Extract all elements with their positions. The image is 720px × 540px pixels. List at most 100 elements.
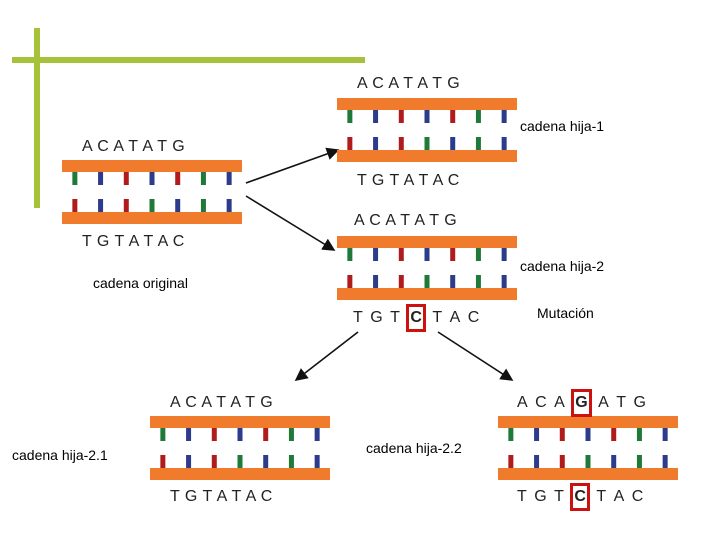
hija1-strand-base-bar-top — [501, 110, 507, 123]
hija2-strand-base-bar-top — [501, 248, 507, 261]
hija22-bottom-base: T — [554, 488, 565, 505]
hija1-top-sequence: A C A T A T G — [357, 75, 461, 92]
hija21-strand-base-bar-bottom — [160, 455, 166, 468]
hija1-strand-base-bar-bottom — [398, 137, 404, 150]
hija22-strand-base-bar-top — [585, 428, 591, 441]
hija22-strand-base-bar-bottom — [585, 455, 591, 468]
hija2-strand-base-bar-top — [347, 248, 353, 261]
hija21-strand-base-bar-top — [288, 428, 294, 441]
hija22-strand-base-bar-bottom — [508, 455, 514, 468]
hija22-strand-base-bar-top — [636, 428, 642, 441]
hija22-top-base: G — [633, 394, 647, 411]
arrow-to-hija22 — [437, 331, 514, 381]
hija22-strand-base-bar-top — [508, 428, 514, 441]
hija1-strand-base-bar-top — [450, 110, 456, 123]
hija22-top-base: C — [535, 394, 548, 411]
hija22-strand-base-bar-bottom — [662, 455, 668, 468]
hija2-bottom-base-mutated: C — [406, 304, 427, 332]
original-top-sequence: A C A T A T G — [82, 138, 186, 155]
hija2-strand-base-bar-bottom — [501, 275, 507, 288]
hija1-strand-base-bar-top — [475, 110, 481, 123]
original-bottom-sequence: T G T A T A C — [82, 233, 185, 250]
original-strand-base-bar-bottom — [226, 199, 232, 212]
hija2-strand-base-bar-top — [450, 248, 456, 261]
original-strand-base-bar-bottom — [175, 199, 181, 212]
hija21-label: cadena hija-2.1 — [12, 447, 108, 463]
hija1-strand-base-bar-bottom — [373, 137, 379, 150]
hija22-label: cadena hija-2.2 — [366, 440, 462, 456]
hija22-bottom-base: T — [596, 488, 607, 505]
original-strand-base-bar-bottom — [98, 199, 104, 212]
hija21-strand-base-bar-top — [186, 428, 192, 441]
hija21-strand-base-bar-bottom — [314, 455, 320, 468]
hija21-strand-base-bar-top — [237, 428, 243, 441]
hija21-strand-base-bar-bottom — [288, 455, 294, 468]
hija2-strand-base-bar-bottom — [450, 275, 456, 288]
hija21-strand-base-bar-top — [263, 428, 269, 441]
original-strand-base-bar-bottom — [123, 199, 129, 212]
hija22-strand-base-bar-top — [559, 428, 565, 441]
hija21-strand-base-bar-bottom — [211, 455, 217, 468]
hija22-bottom-base: A — [613, 488, 625, 505]
hija21-top-sequence: A C A T A T G — [170, 394, 274, 411]
hija21-strand-base-bar-bottom — [263, 455, 269, 468]
hija2-strand-base-bar-bottom — [398, 275, 404, 288]
hija22-bottom-base: C — [631, 488, 644, 505]
hija22-strand-base-bar-top — [662, 428, 668, 441]
original-strand-base-bar-top — [175, 172, 181, 185]
hija2-strand-base-bar-top — [373, 248, 379, 261]
hija22-top-sequence: A C A G A T G — [516, 389, 647, 417]
hija2-bottom-base: T — [390, 309, 401, 326]
hija1-bottom-sequence: T G T A T A C — [357, 172, 460, 189]
hija22-strand-base-bar-bottom — [534, 455, 540, 468]
hija21-strand-base-bar-top — [314, 428, 320, 441]
hija22-strand-base-bar-top — [611, 428, 617, 441]
hija1-strand — [337, 98, 517, 162]
hija2-strand — [337, 236, 517, 300]
hija21-strand-base-bar-top — [211, 428, 217, 441]
hija1-strand-base-bar-top — [347, 110, 353, 123]
hija22-bottom-base: T — [517, 488, 528, 505]
hija21-strand-base-bar-bottom — [237, 455, 243, 468]
arrow-to-hija2 — [245, 195, 336, 251]
hija2-strand-backbone-bottom — [337, 288, 517, 300]
hija2-bottom-base: T — [353, 309, 364, 326]
hija2-strand-base-bar-bottom — [424, 275, 430, 288]
hija22-strand-base-bar-bottom — [559, 455, 565, 468]
hija22-strand — [498, 416, 678, 480]
hija22-bottom-sequence: T G T C T A C — [516, 483, 645, 511]
hija2-bottom-base: A — [449, 309, 461, 326]
hija2-bottom-base: C — [467, 309, 480, 326]
arrow-to-hija21 — [294, 331, 359, 381]
original-strand-base-bar-bottom — [72, 199, 78, 212]
original-label: cadena original — [93, 275, 188, 291]
hija1-strand-base-bar-bottom — [347, 137, 353, 150]
hija1-strand-base-bar-bottom — [450, 137, 456, 150]
hija1-label: cadena hija-1 — [520, 118, 605, 134]
hija2-strand-base-bar-top — [475, 248, 481, 261]
hija1-strand-base-bar-top — [398, 110, 404, 123]
original-strand-base-bar-top — [149, 172, 155, 185]
hija1-strand-base-bar-top — [424, 110, 430, 123]
hija2-strand-base-bar-bottom — [347, 275, 353, 288]
hija2-strand-base-bar-top — [398, 248, 404, 261]
hija22-top-base-mutated: G — [571, 389, 593, 417]
hija2-bottom-sequence: T G T C T A C — [352, 304, 481, 332]
hija22-top-base: T — [616, 394, 627, 411]
hija2-strand-base-bar-top — [424, 248, 430, 261]
hija22-strand-base-bar-top — [534, 428, 540, 441]
hija21-strand-base-bar-bottom — [186, 455, 192, 468]
hija2-top-sequence: A C A T A T G — [354, 212, 458, 229]
arrow-to-hija1 — [245, 147, 340, 184]
original-strand-base-bar-top — [226, 172, 232, 185]
hija2-bottom-base: T — [432, 309, 443, 326]
hija22-top-base: A — [517, 394, 529, 411]
hija1-strand-backbone-bottom — [337, 150, 517, 162]
original-strand-base-bar-top — [123, 172, 129, 185]
hija21-strand — [150, 416, 330, 480]
hija2-strand-base-bar-bottom — [475, 275, 481, 288]
hija1-strand-backbone-top — [337, 98, 517, 110]
hija21-strand-backbone-top — [150, 416, 330, 428]
mutation-label: Mutación — [537, 305, 594, 321]
